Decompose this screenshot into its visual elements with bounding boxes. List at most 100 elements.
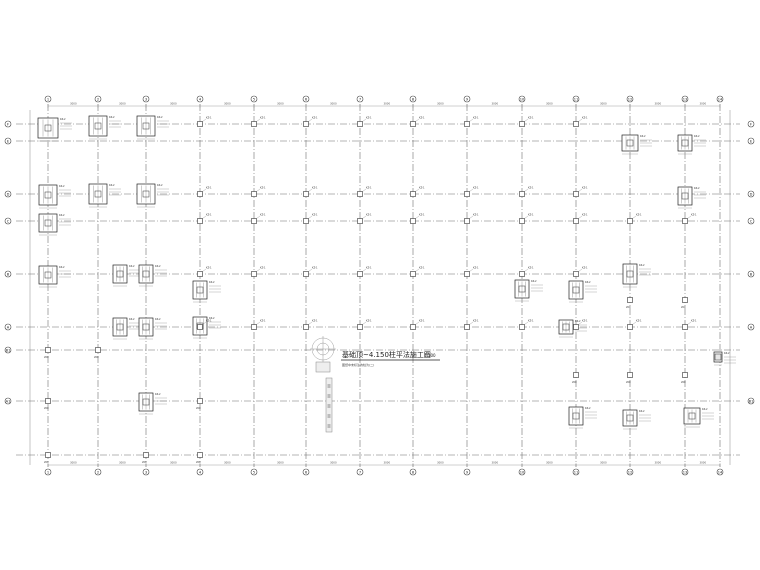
axis-bubble-bottom-6-label: 6: [305, 470, 308, 474]
axis-bubble-right-1-circle: [747, 120, 755, 128]
axis-bubble-bottom-11: 11: [572, 468, 580, 476]
column-tagged-body: [45, 398, 51, 404]
column-label-leader: [578, 215, 583, 219]
column-large-4: KZ-2: [38, 184, 71, 209]
axis-bubble-top-14-label: 14: [718, 97, 723, 101]
axis-bubble-left-4-label: C: [7, 219, 10, 223]
column-large-label: KZ-2: [157, 116, 163, 119]
column-small-33: KZ-1: [251, 187, 266, 197]
column-small-body: [303, 218, 309, 224]
axis-bubble-bottom-3-circle: [142, 468, 150, 476]
column-tagged-label: 200: [44, 461, 49, 464]
axis-bubble-right-2-circle: [747, 137, 755, 145]
column-small-49: KZ-1: [410, 214, 425, 224]
column-small-body: [410, 218, 416, 224]
column-label-leader: [256, 215, 261, 219]
column-large-label: KZ-2: [702, 408, 708, 411]
column-small-64: KZ-1: [573, 214, 588, 224]
axis-bubble-bottom-11-circle: [572, 468, 580, 476]
axis-bubble-left-6: A: [4, 323, 12, 331]
column-small-label: KZ-1: [206, 214, 212, 217]
column-core: [44, 124, 52, 132]
axis-bubble-bottom-8: 8: [409, 468, 417, 476]
column-large-6: KZ-2: [136, 183, 169, 208]
axis-bubble-bottom-1-circle: [44, 468, 52, 476]
column-large-label: KZ-2: [155, 393, 161, 396]
column-small-44: KZ-1: [357, 214, 372, 224]
column-small-54: KZ-1: [464, 214, 479, 224]
dimension-label-bottom: 3000: [600, 461, 607, 465]
column-label-leader: [632, 215, 637, 219]
column-small-51: KZ-1: [410, 320, 425, 330]
dimension-label-bottom: 3000: [224, 461, 231, 465]
column-large-5: KZ-2: [88, 183, 121, 208]
column-large-label: KZ-2: [59, 214, 65, 217]
column-small-body: [197, 121, 203, 127]
column-small-body: [410, 191, 416, 197]
column-small-label: KZ-1: [473, 214, 479, 217]
column-small-52: KZ-1: [464, 117, 479, 127]
column-small-69: KZ-1: [682, 214, 697, 224]
column-core: [142, 398, 150, 406]
axis-bubble-top-7-circle: [356, 95, 364, 103]
axis-bubble-top-1-circle: [44, 95, 52, 103]
column-large-2: KZ-2: [88, 115, 121, 140]
axis-bubble-bottom-4-label: 4: [199, 470, 202, 474]
column-label-leader: [578, 268, 583, 272]
column-small-label: KZ-1: [206, 117, 212, 120]
axis-bubble-top-6-circle: [302, 95, 310, 103]
column-small-body: [519, 218, 525, 224]
column-label-leader: [578, 118, 583, 122]
dimension-label-top: 3000: [330, 102, 337, 106]
axis-bubble-right-1-label: F: [750, 122, 752, 126]
axis-bubble-bottom-6: 6: [302, 468, 310, 476]
column-small-body: [464, 191, 470, 197]
column-label-leader: [524, 268, 529, 272]
column-large-label: KZ-2: [60, 118, 66, 121]
column-small-59: KZ-1: [519, 214, 534, 224]
dimension-label-bottom: 3000: [384, 461, 391, 465]
axis-bubble-top-1-label: 1: [47, 97, 49, 101]
column-small-41: KZ-1: [303, 320, 318, 330]
dimension-label-top: 3000: [437, 102, 444, 106]
column-large-label: KZ-2: [639, 410, 645, 413]
axis-bubble-right-4: C: [747, 217, 755, 225]
column-small-53: KZ-1: [464, 187, 479, 197]
column-large-label: KZ-2: [59, 185, 65, 188]
column-tagged-76: 200: [196, 452, 203, 464]
dimension-label-top: 3000: [546, 102, 553, 106]
column-core: [562, 323, 570, 331]
column-large-label: KZ-2: [724, 352, 730, 355]
column-small-body: [464, 271, 470, 277]
axis-bubble-top-13-label: 13: [683, 97, 688, 101]
axis-bubble-top-6-label: 6: [305, 97, 308, 101]
column-tagged-label: 200: [626, 306, 631, 309]
column-tagged-75: 200: [142, 452, 149, 464]
column-large-label: KZ-2: [585, 281, 591, 284]
dimension-label-top: 3000: [170, 102, 177, 106]
column-small-56: KZ-1: [464, 320, 479, 330]
column-tagged-body: [45, 347, 51, 353]
column-label-leader: [415, 268, 420, 272]
column-tagged-73: 200: [44, 452, 51, 464]
column-small-62: KZ-1: [573, 117, 588, 127]
column-small-body: [357, 191, 363, 197]
column-large-8: KZ-2: [38, 265, 71, 288]
column-large-23: KZ-2: [568, 406, 597, 429]
column-small-label: KZ-1: [473, 267, 479, 270]
axis-bubble-bottom-10: 10: [518, 468, 526, 476]
column-small-body: [251, 324, 257, 330]
column-label-leader: [469, 188, 474, 192]
column-small-57: KZ-1: [519, 117, 534, 127]
axis-bubble-top-6: 6: [302, 95, 310, 103]
column-tagged-82: 200: [681, 297, 688, 309]
column-tagged-body: [197, 398, 203, 404]
column-core: [681, 192, 689, 200]
dimension-label-top: 3000: [600, 102, 607, 106]
column-label-leader: [256, 268, 261, 272]
column-label-leader: [362, 215, 367, 219]
axis-bubble-left-7-circle: [4, 346, 12, 354]
column-tagged-label: 200: [44, 407, 49, 410]
column-tagged-71: 200: [44, 347, 51, 359]
column-small-58: KZ-1: [519, 187, 534, 197]
